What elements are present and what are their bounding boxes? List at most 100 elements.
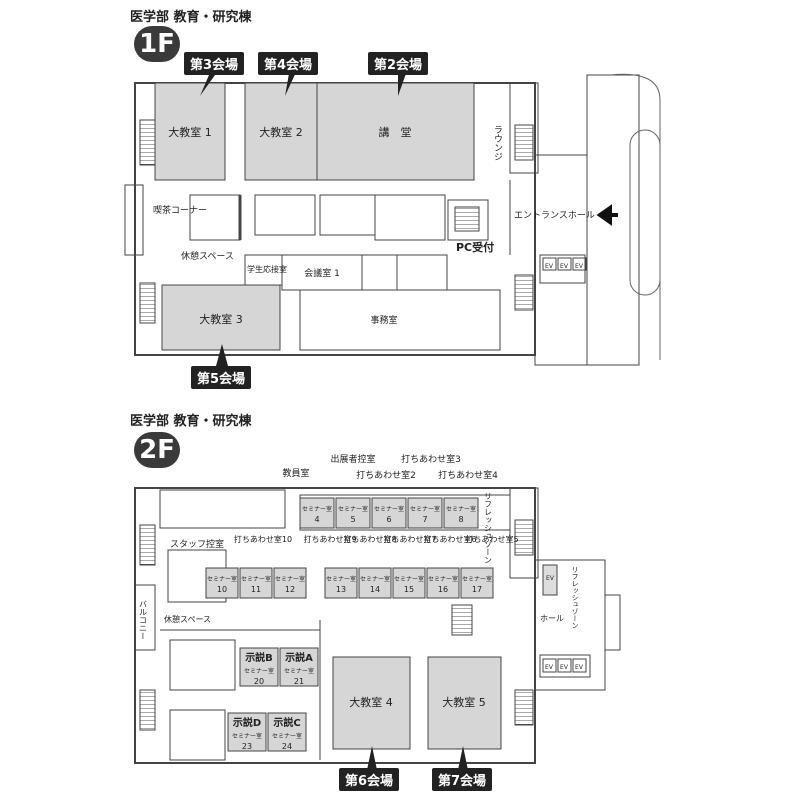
seminar-label: セミナー室 xyxy=(394,575,424,583)
label-auditorium: 講 堂 xyxy=(379,125,412,139)
seminar-label: セミナー室 xyxy=(284,667,314,675)
entrance-arrow-icon xyxy=(596,204,618,226)
venue-callout-4: 第4会場 xyxy=(258,52,319,75)
seminar-number: 11 xyxy=(251,585,261,594)
label-lecture3: 大教室 3 xyxy=(199,312,243,326)
seminar-number: 8 xyxy=(458,515,463,524)
label-m8: 打ちあわせ室8 xyxy=(343,534,396,544)
floor2-plan xyxy=(134,487,621,764)
pointer-icon xyxy=(216,344,228,366)
seminar-number: 21 xyxy=(294,677,304,686)
label-cafe: 喫茶コーナー xyxy=(153,204,207,216)
label-showA: 示説A xyxy=(285,651,313,664)
seminar-number: 6 xyxy=(386,515,391,524)
room-auditorium xyxy=(316,82,475,181)
label-pc: PC受付 xyxy=(456,240,494,254)
seminar-number: 10 xyxy=(217,585,227,594)
seminar-labels: セミナー室 4 セミナー室 5 セミナー室 6 セミナー室 7 セミナー室 8 セミナー室 10 セミナ… xyxy=(207,505,492,751)
label-lounge: ラウンジ xyxy=(492,125,503,161)
seminar-label: セミナー室 xyxy=(244,667,274,675)
seminar-label: セミナー室 xyxy=(302,505,332,513)
stairs-icon xyxy=(514,519,534,556)
seminar-label: セミナー室 xyxy=(207,575,237,583)
balcony xyxy=(134,584,156,651)
stairs-icon xyxy=(514,124,534,161)
label-lecture2: 大教室 2 xyxy=(259,125,303,139)
stairs-icon xyxy=(139,119,156,166)
label-student: 学生応接室 xyxy=(247,264,287,274)
label-showD: 示説D xyxy=(233,716,261,729)
pointer-icon xyxy=(200,68,220,96)
label-showC: 示説C xyxy=(273,716,300,729)
label-entrance: エントランスホール xyxy=(514,210,595,221)
label-kyokan: 教員室 xyxy=(282,467,309,479)
stairs-icon xyxy=(514,689,534,726)
seminar-number: 7 xyxy=(422,515,427,524)
seminar-rooms xyxy=(205,497,494,752)
label-m3: 打ちあわせ室3 xyxy=(401,453,461,465)
room-office xyxy=(299,289,501,351)
venue-callout-3: 第3会場 xyxy=(184,52,245,75)
label-m10: 打ちあわせ室10 xyxy=(234,534,292,544)
room-lecture4 xyxy=(332,656,411,750)
venue-callout-7: 第7会場 xyxy=(432,768,493,791)
label-ev-2f-side: EV xyxy=(546,575,555,582)
label-m2: 打ちあわせ室2 xyxy=(356,469,416,481)
label-showB: 示説B xyxy=(245,651,273,664)
seminar-label: セミナー室 xyxy=(428,575,458,583)
building-title-1f: 医学部 教育・研究棟 xyxy=(130,10,252,25)
label-hall: ホール xyxy=(540,614,564,623)
pointer-icon xyxy=(367,746,377,770)
floor1-plan xyxy=(124,73,661,366)
label-m6: 打ちあわせ室6 xyxy=(423,534,476,544)
seminar-number: 5 xyxy=(350,515,355,524)
stairs-icon xyxy=(514,274,534,311)
room-lecture2 xyxy=(244,82,318,181)
seminar-number: 12 xyxy=(285,585,295,594)
floor-badge-1f: 1F xyxy=(134,26,180,62)
seminar-label: セミナー室 xyxy=(338,505,368,513)
floor1-west-door xyxy=(124,184,144,256)
label-ev-2f: EV xyxy=(575,664,584,671)
pointer-icon xyxy=(398,68,408,96)
label-rest-2f: 休憩スペース xyxy=(164,614,211,624)
label-lecture4: 大教室 4 xyxy=(349,695,393,709)
seminar-label: セミナー室 xyxy=(272,732,302,740)
seminar-number: 13 xyxy=(336,585,346,594)
seminar-number: 20 xyxy=(254,677,264,686)
label-office: 事務室 xyxy=(370,314,397,326)
seminar-label: セミナー室 xyxy=(374,505,404,513)
seminar-label: セミナー室 xyxy=(241,575,271,583)
roundabout xyxy=(629,129,661,296)
seminar-number: 17 xyxy=(472,585,482,594)
label-staff: スタッフ控室 xyxy=(170,538,224,550)
label-balcony: バルコニー xyxy=(139,600,148,640)
label-m7: 打ちあわせ室7 xyxy=(383,534,436,544)
seminar-label: セミナー室 xyxy=(232,732,262,740)
stairs-icon xyxy=(451,604,473,636)
seminar-number: 4 xyxy=(314,515,319,524)
seminar-label: セミナー室 xyxy=(410,505,440,513)
label-ev: EV xyxy=(545,263,554,270)
label-refresh2: リフレッシュゾーン xyxy=(571,566,579,629)
label-refresh1: リフレッシュゾーン xyxy=(484,492,493,564)
pointer-icon xyxy=(285,68,298,96)
seminar-label: セミナー室 xyxy=(360,575,390,583)
label-rest: 休憩スペース xyxy=(181,250,234,262)
seminar-label: セミナー室 xyxy=(462,575,492,583)
seminar-number: 16 xyxy=(438,585,448,594)
stair-core xyxy=(447,199,489,241)
room-lecture3 xyxy=(161,284,281,351)
venue-callout-2: 第2会場 xyxy=(368,52,429,75)
building-title-2f: 医学部 教育・研究棟 xyxy=(130,414,252,429)
floor1-east-wing xyxy=(509,82,539,174)
seminar-number: 24 xyxy=(282,742,292,751)
stairs-icon xyxy=(139,524,156,566)
stairs-icon xyxy=(139,689,156,731)
venue-callout-5: 第5会場 xyxy=(191,366,252,389)
seminar-label: セミナー室 xyxy=(275,575,305,583)
seminar-label: セミナー室 xyxy=(446,505,476,513)
seminar-number: 23 xyxy=(242,742,252,751)
label-ev-2f: EV xyxy=(545,664,554,671)
